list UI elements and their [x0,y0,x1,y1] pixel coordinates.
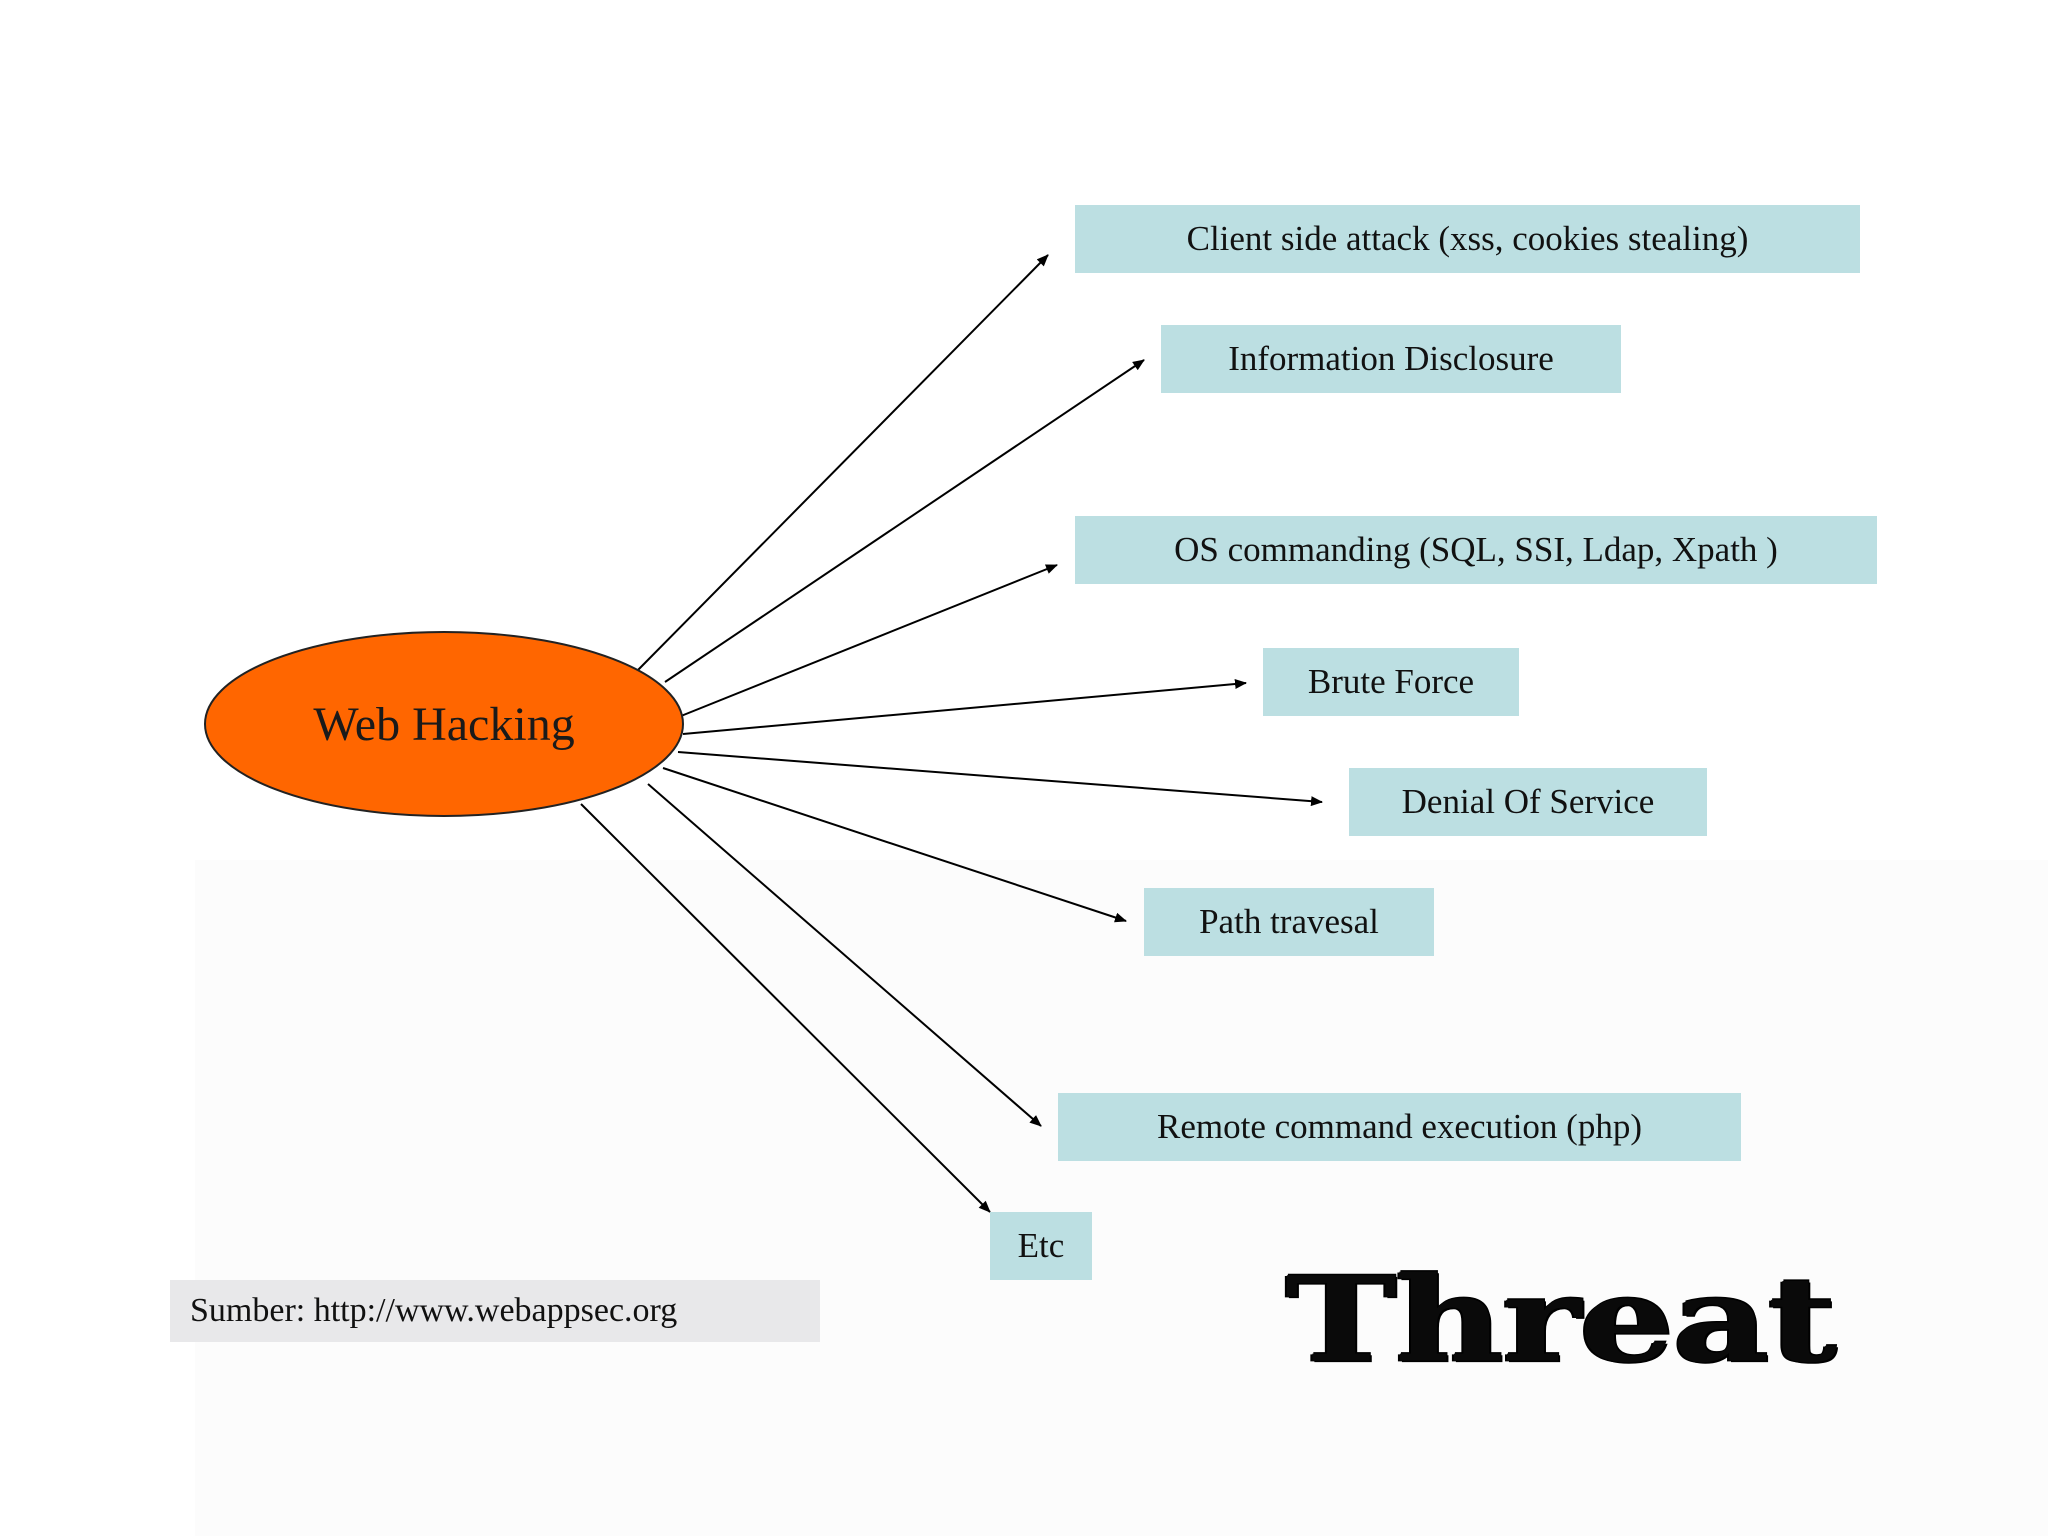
background-tint [195,860,2048,1536]
threat-box-information-disclosure: Information Disclosure [1161,325,1621,393]
arrow-to-denial-of-service [677,751,1323,807]
arrow-to-brute-force [682,679,1247,735]
arrow-to-os-commanding [680,564,1058,717]
center-node-label: Web Hacking [313,697,575,751]
threat-box-path-traversal: Path travesal [1144,888,1434,956]
threat-box-remote-command-execution: Remote command execution (php) [1058,1093,1741,1161]
threat-headline: Threat [1285,1251,1837,1389]
threat-box-etc: Etc [990,1212,1092,1280]
arrow-to-etc [580,803,991,1213]
threat-box-denial-of-service: Denial Of Service [1349,768,1707,836]
arrow-to-path-traversal [662,767,1127,923]
arrow-to-remote-command-execution [647,783,1042,1127]
threat-box-client-side-attack: Client side attack (xss, cookies stealin… [1075,205,1860,273]
center-node-ellipse [204,631,684,817]
source-citation: Sumber: http://www.webappsec.org [170,1280,820,1342]
arrow-to-information-disclosure [664,359,1145,683]
threat-box-brute-force: Brute Force [1263,648,1519,716]
threat-box-os-commanding: OS commanding (SQL, SSI, Ldap, Xpath ) [1075,516,1877,584]
arrow-group [580,254,1323,1213]
arrow-to-client-side-attack [637,254,1049,671]
